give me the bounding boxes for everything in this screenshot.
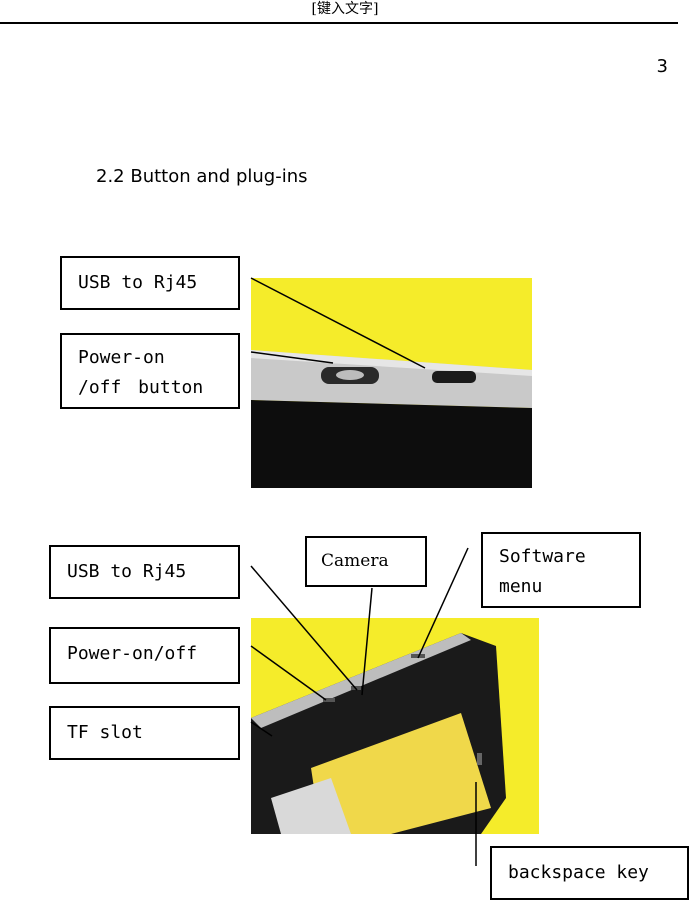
header-rule xyxy=(0,22,678,24)
label-usb-rj45-top: USB to Rj45 xyxy=(60,256,240,310)
page-header: [键入文字] xyxy=(311,1,379,17)
label-backspace-key: backspace key xyxy=(490,846,689,900)
figure2-photo xyxy=(251,618,539,834)
device-angled-image xyxy=(251,618,539,834)
figure1-photo xyxy=(251,278,532,488)
label-software-menu: Software menu xyxy=(481,532,641,608)
label-tf-slot: TF slot xyxy=(49,706,240,760)
page-number: 3 xyxy=(656,56,668,77)
label-power-on-off: Power-on/off xyxy=(49,627,240,684)
section-title: 2.2 Button and plug-ins xyxy=(96,166,308,187)
device-top-edge-image xyxy=(251,278,532,488)
label-usb-rj45-bottom: USB to Rj45 xyxy=(49,545,240,599)
label-camera: Camera xyxy=(305,536,427,587)
label-power-button-top: Power-on /off button xyxy=(60,333,240,409)
